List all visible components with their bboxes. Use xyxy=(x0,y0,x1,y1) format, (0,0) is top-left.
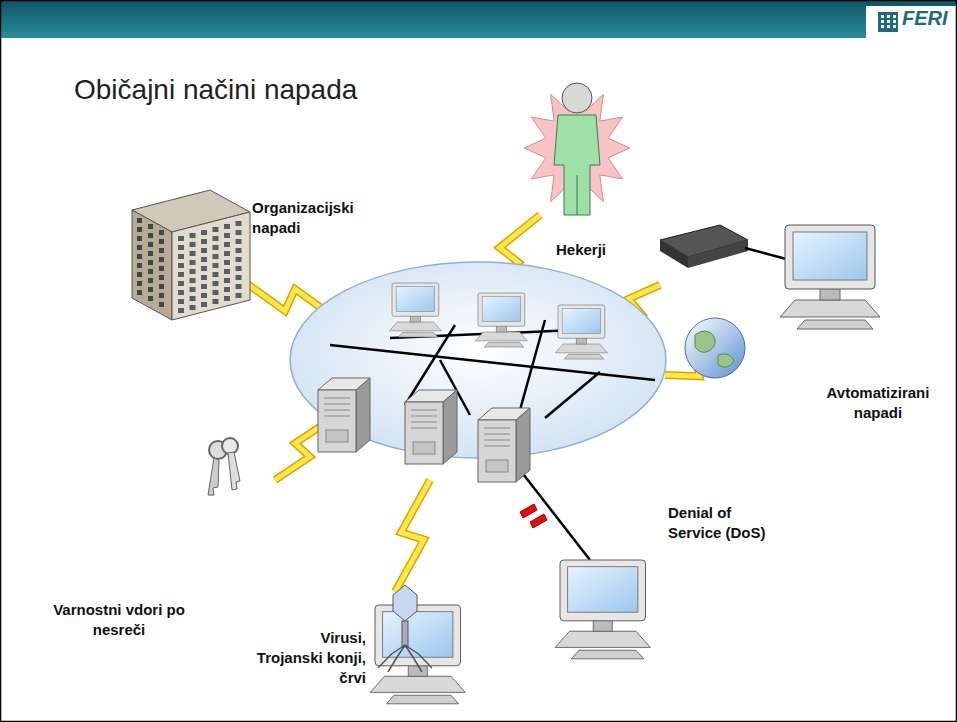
logo-panel xyxy=(866,6,957,38)
attack-label: Varnostni vdori po nesreči xyxy=(28,600,210,640)
logo-text: FERI xyxy=(902,8,954,28)
lightning-bolt xyxy=(395,480,430,592)
computer xyxy=(475,293,527,347)
slide-title: Običajni načini napada xyxy=(74,74,357,106)
computer xyxy=(555,305,607,359)
broken-link xyxy=(520,504,547,528)
server xyxy=(405,390,457,464)
virus xyxy=(378,585,432,672)
dos-computer xyxy=(555,560,650,659)
attack-label: Virusi, Trojanski konji, črvi xyxy=(252,628,366,688)
modem xyxy=(660,225,748,268)
infected-computer xyxy=(370,605,465,704)
attack-label: Organizacijski napadi xyxy=(252,198,370,238)
logo-building xyxy=(878,12,898,32)
computer xyxy=(389,283,441,337)
network-wires xyxy=(330,320,655,560)
attack-label: Avtomatizirani napadi xyxy=(812,383,944,423)
hacker-figure xyxy=(524,83,629,215)
attack-label: Hekerji xyxy=(556,240,636,260)
remote-computer xyxy=(780,225,880,329)
server xyxy=(318,378,370,452)
keys xyxy=(208,438,240,495)
server xyxy=(478,408,530,482)
attack-label: Denial of Service (DoS) xyxy=(668,503,786,543)
building xyxy=(132,190,250,320)
cable xyxy=(745,248,790,260)
header-band xyxy=(0,0,957,38)
globe xyxy=(685,318,745,378)
